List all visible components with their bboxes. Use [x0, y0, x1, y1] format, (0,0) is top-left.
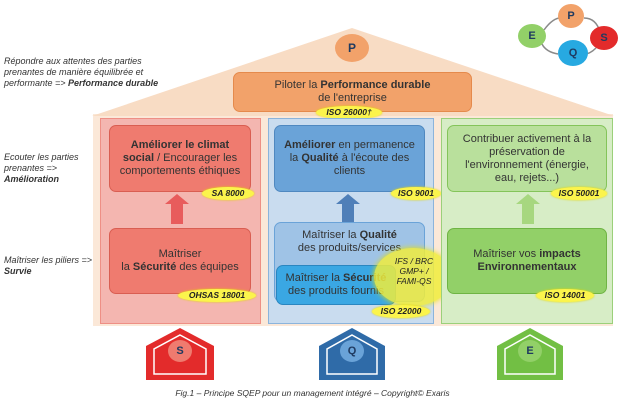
column-q-badge-iso9001: ISO 9001: [391, 187, 441, 200]
logo-s-circle: S: [590, 26, 618, 50]
sqep-logo: P E S Q: [512, 4, 622, 66]
column-q-badge-iso22000: ISO 22000: [372, 305, 430, 318]
roof-p-circle: P: [335, 34, 369, 62]
column-e-badge-iso14001: ISO 14001: [536, 289, 594, 302]
column-q-top-box: Améliorer en permanence la Qualité à l'é…: [274, 125, 425, 192]
logo-p-circle: P: [558, 4, 584, 28]
roof-box: Piloter la Performance durable de l'entr…: [233, 72, 472, 112]
logo-e-circle: E: [518, 24, 546, 48]
label-performance: Répondre aux attentes des parties prenan…: [4, 56, 159, 88]
column-q-arrow: [336, 194, 360, 224]
label-amelioration: Ecouter les parties prenantes => Amélior…: [4, 152, 79, 184]
label-survie: Maîtriser les piliers => Survie: [4, 255, 93, 276]
pillar-e-circle: E: [518, 340, 542, 362]
pillar-q-circle: Q: [340, 340, 364, 362]
column-s-top-box: Améliorer le climat social / Encourager …: [109, 125, 251, 192]
figure-caption: Fig.1 – Principe SQEP pour un management…: [175, 388, 450, 398]
roof-badge-iso26000: ISO 26000†: [316, 106, 382, 119]
column-e-bottom-box: Maîtriser vos impacts Environnementaux: [447, 228, 607, 294]
column-s-arrow: [165, 194, 189, 224]
column-e-badge-iso50001: ISO 50001: [551, 187, 607, 200]
pillar-s-circle: S: [168, 340, 192, 362]
column-s-bottom-box: Maîtriser la Sécurité des équipes: [109, 228, 251, 294]
column-s-badge-sa8000: SA 8000: [202, 187, 254, 200]
column-s-badge-ohsas18001: OHSAS 18001: [178, 289, 256, 302]
column-e-top-box: Contribuer activement à la préservation …: [447, 125, 607, 192]
column-e-arrow: [516, 194, 540, 224]
column-q-badge-ifs: IFS / BRC GMP+ / FAMI-QS: [374, 248, 452, 306]
logo-q-circle: Q: [558, 40, 588, 66]
